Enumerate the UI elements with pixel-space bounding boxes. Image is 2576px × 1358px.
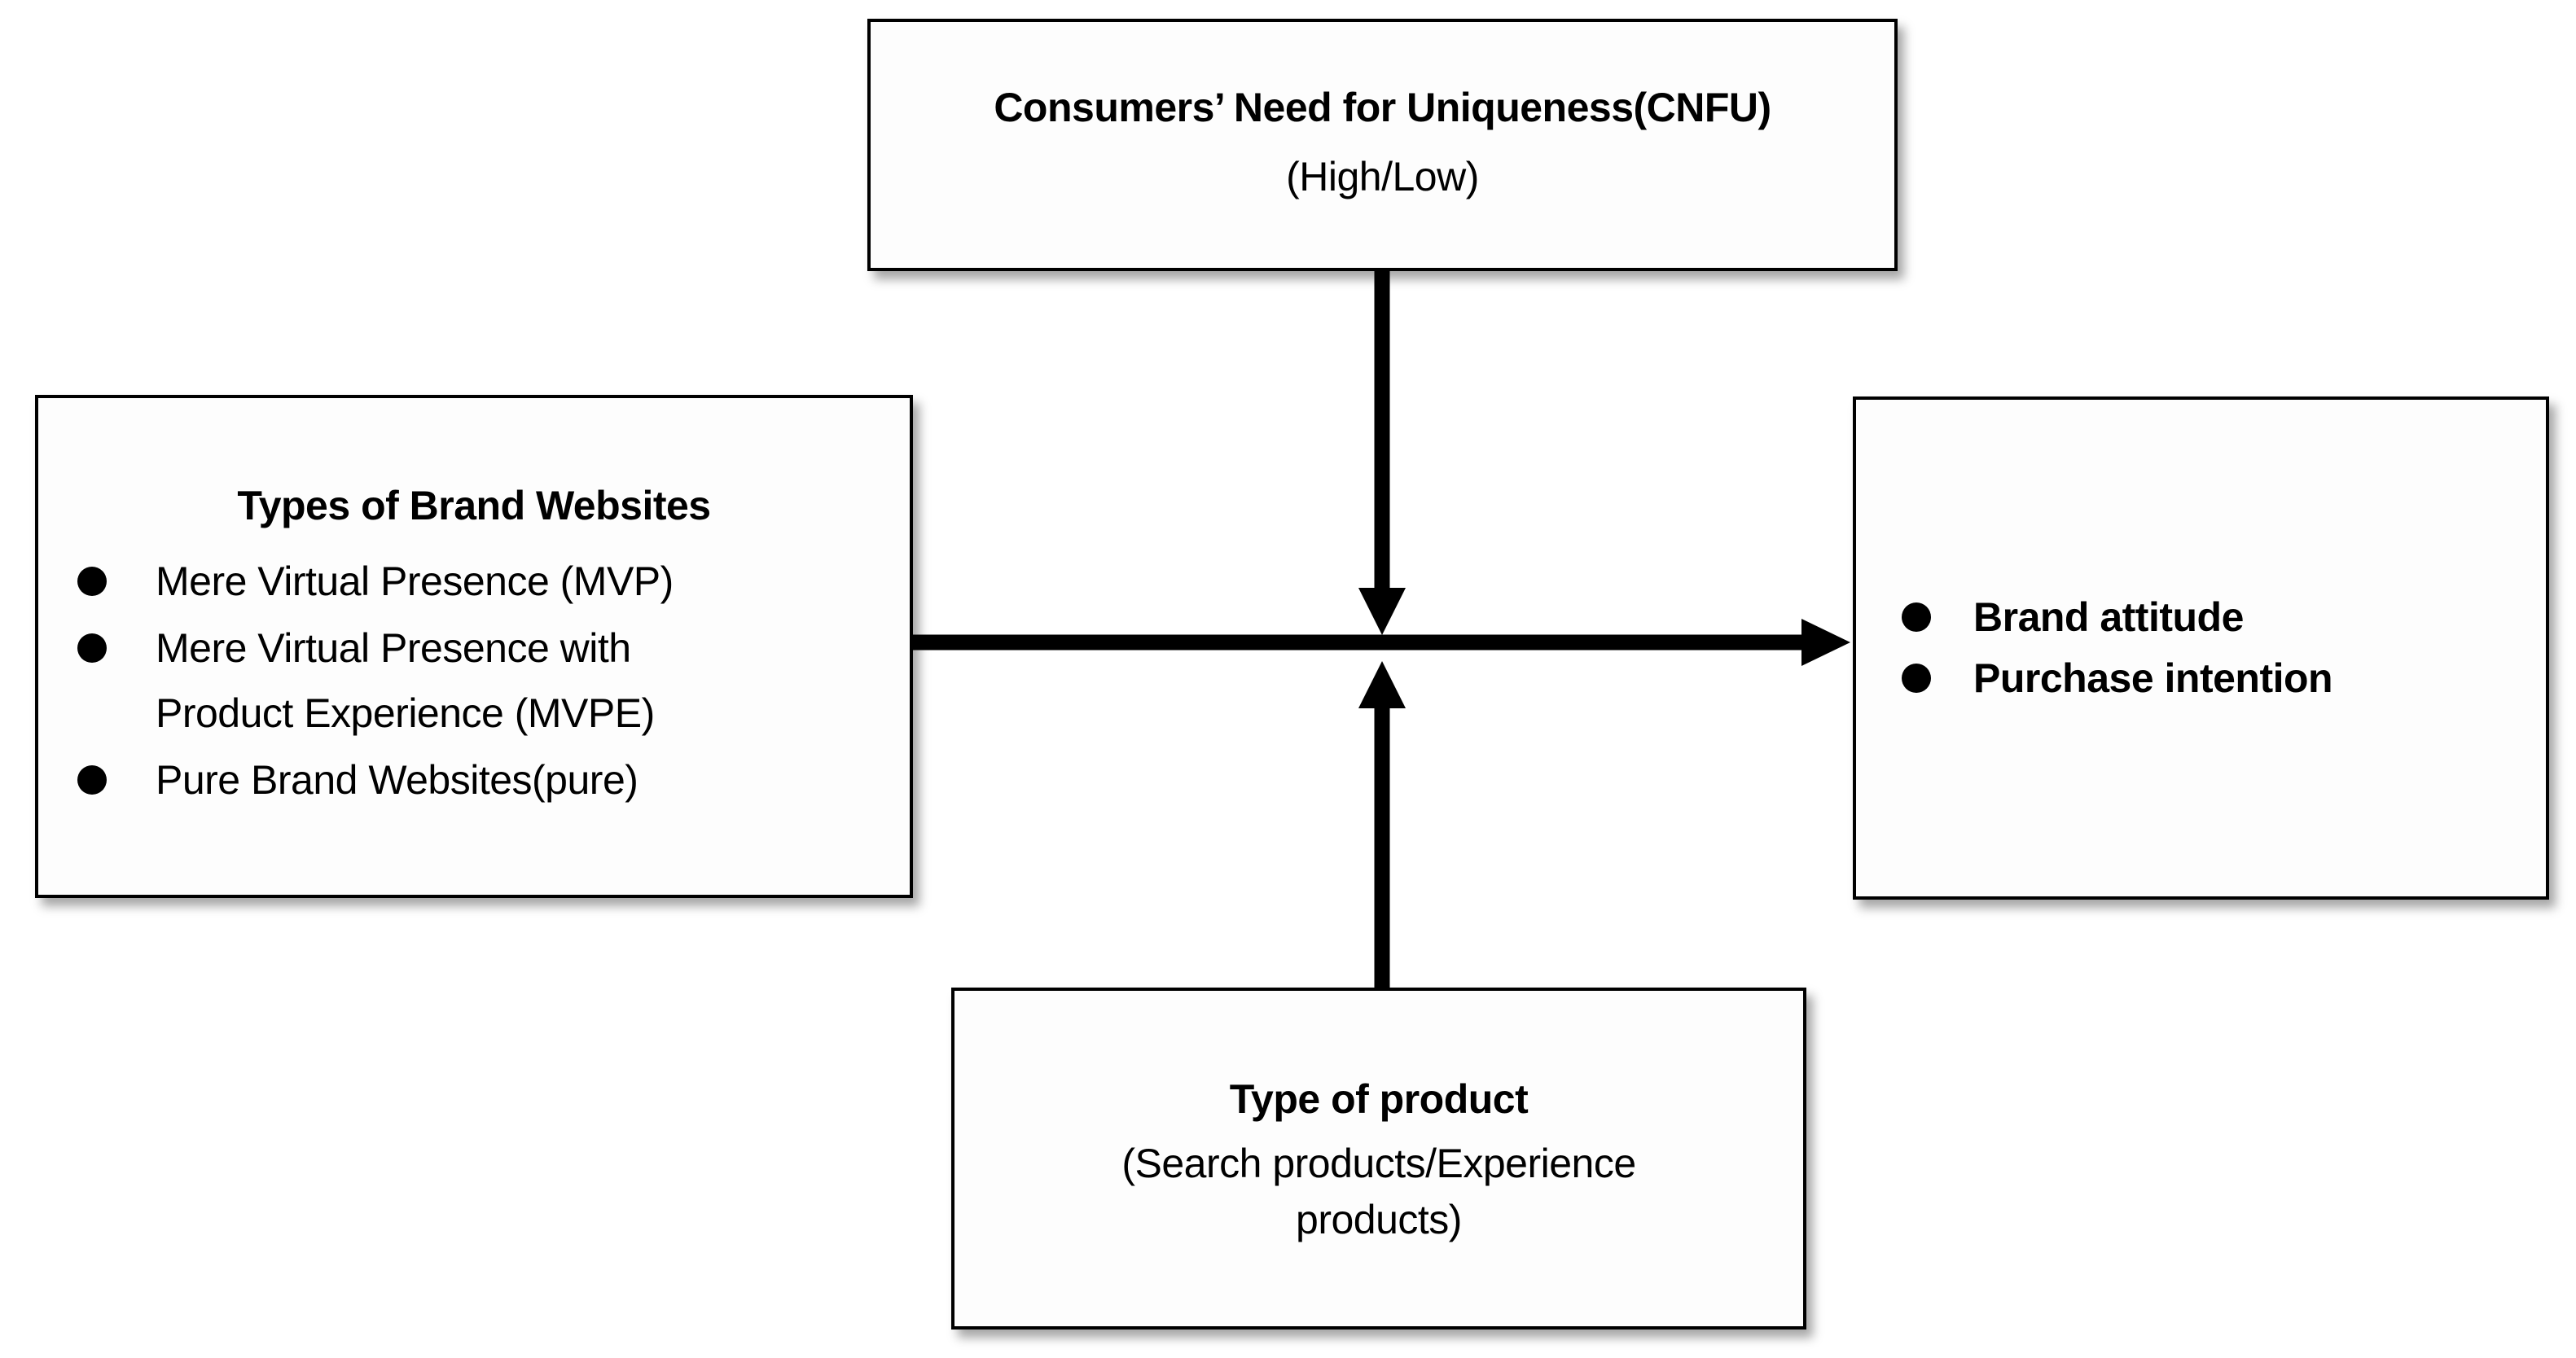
brand-websites-list: Mere Virtual Presence (MVP) Mere Virtual…	[55, 547, 893, 814]
cnfu-moderator-arrow	[1358, 271, 1406, 635]
cnfu-box: Consumers’ Need for Uniqueness(CNFU) (Hi…	[867, 19, 1898, 271]
bullet-icon	[1902, 664, 1931, 693]
outcomes-list: Brand attitude Purchase intention	[1879, 583, 2530, 713]
product-type-box: Type of product (Search products/Experie…	[951, 988, 1806, 1330]
list-item-label: Mere Virtual Presence (MVP)	[156, 558, 674, 604]
cnfu-moderator-arrowhead	[1358, 588, 1406, 635]
list-item: Mere Virtual Presence with Product Exper…	[77, 615, 893, 746]
list-item-label: Mere Virtual Presence with	[156, 624, 631, 671]
bullet-icon	[77, 633, 107, 663]
product-type-box-subtitle-line2: products)	[1296, 1197, 1462, 1243]
outcomes-box: Brand attitude Purchase intention	[1853, 396, 2549, 900]
bullet-icon	[77, 764, 107, 795]
list-item: Pure Brand Websites(pure)	[77, 747, 893, 813]
list-item-label: Product Experience (MVPE)	[156, 690, 655, 736]
bullet-icon	[1902, 602, 1931, 632]
brand-websites-box-title: Types of Brand Websites	[237, 482, 711, 528]
cnfu-box-subtitle: (High/Low)	[1286, 153, 1479, 199]
brand-websites-box: Types of Brand Websites Mere Virtual Pre…	[35, 395, 913, 898]
cnfu-box-title: Consumers’ Need for Uniqueness(CNFU)	[994, 84, 1771, 130]
list-item-label: Brand attitude	[1973, 594, 2244, 640]
list-item-label: Pure Brand Websites(pure)	[156, 756, 639, 803]
main-effect-arrow	[913, 619, 1850, 666]
bullet-icon	[77, 566, 107, 596]
main-effect-arrowhead	[1801, 619, 1850, 666]
product-type-box-subtitle-line1: (Search products/Experience	[1121, 1140, 1636, 1186]
product-type-moderator-arrow	[1358, 661, 1406, 988]
product-type-moderator-arrowhead	[1358, 661, 1406, 708]
list-item-label: Purchase intention	[1973, 655, 2333, 701]
list-item: Brand attitude	[1902, 591, 2530, 644]
list-item: Purchase intention	[1902, 652, 2530, 705]
product-type-box-title: Type of product	[1229, 1075, 1529, 1122]
list-item: Mere Virtual Presence (MVP)	[77, 549, 893, 614]
